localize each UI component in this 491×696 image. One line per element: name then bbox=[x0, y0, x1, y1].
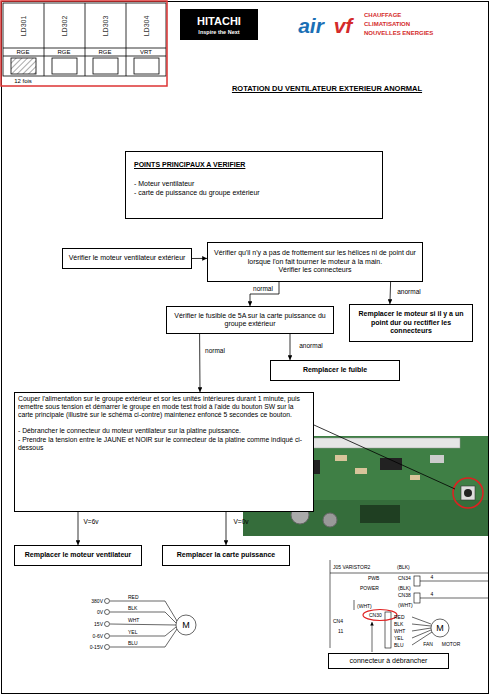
wire-color: BLK bbox=[128, 606, 137, 611]
wire-color: (BLK) bbox=[397, 565, 410, 570]
brand-tagline: NOUVELLES ENERGIES bbox=[364, 30, 433, 36]
flow-connector bbox=[199, 334, 200, 392]
action-box: Remplacer le moteur ventilateur bbox=[14, 545, 142, 566]
box-text: - carte de puissance du groupe extérieur bbox=[134, 189, 374, 197]
brand-slogan: Inspire the Next bbox=[198, 30, 239, 36]
brand-plate bbox=[180, 9, 258, 40]
connector-label: CN30 bbox=[369, 613, 382, 618]
brand-tagline: CLIMATISATION bbox=[364, 21, 410, 27]
led-color: VRT bbox=[140, 49, 152, 55]
box-text: Vérifier le fusible de 5A sur la carte p… bbox=[171, 312, 329, 329]
led-color: RGE bbox=[16, 49, 29, 55]
led-header: LD302 bbox=[61, 16, 68, 37]
box-heading: POINTS PRINCIPAUX A VERIFIER bbox=[134, 161, 374, 169]
wire-color: WHT bbox=[128, 618, 139, 623]
flow-connector bbox=[290, 334, 291, 360]
wire-color: BLU bbox=[128, 641, 138, 646]
info-box: POINTS PRINCIPAUX A VERIFIER - Moteur ven… bbox=[125, 151, 383, 219]
led-table bbox=[3, 3, 166, 76]
wire-color: (WHT) bbox=[398, 603, 413, 608]
led-color: RGE bbox=[57, 49, 70, 55]
schematic bbox=[330, 560, 488, 652]
leader-line bbox=[314, 425, 455, 489]
voltage-label: 380V bbox=[91, 599, 103, 604]
voltage-label: 0-15V bbox=[90, 645, 103, 650]
flow-connector bbox=[389, 282, 391, 304]
brand-logo: vf bbox=[334, 15, 353, 36]
edge-label: V=0v bbox=[234, 519, 249, 526]
brand-logo: HITACHI bbox=[197, 16, 241, 27]
box-text: - Moteur ventilateur bbox=[134, 180, 374, 188]
led-header: LD301 bbox=[20, 16, 27, 37]
box-text: - Prendre la tension entre le JAUNE et N… bbox=[18, 436, 310, 452]
component-label: J05 VARISTOR2 bbox=[333, 565, 370, 570]
box-text: - Débrancher le connecteur du moteur ven… bbox=[18, 427, 310, 435]
wire-color: RED bbox=[128, 595, 139, 600]
wire-color: WHT bbox=[394, 629, 405, 634]
motor-wiring bbox=[105, 599, 197, 650]
flow-connector bbox=[250, 282, 279, 306]
page-title: ROTATION DU VENTILATEUR EXTERIEUR ANORMA… bbox=[166, 84, 488, 93]
box-text: Vérifier les connecteurs bbox=[212, 266, 418, 274]
flow-connector bbox=[192, 258, 207, 259]
edge-label: anormal bbox=[299, 343, 322, 350]
action-box: Remplacer le moteur si il y a un point d… bbox=[349, 304, 473, 342]
box-text: Remplacer le moteur ventilateur bbox=[19, 551, 137, 559]
motor-label: FAN bbox=[423, 642, 433, 647]
box-text: Vérifier qu'il n'y a pas de frottement s… bbox=[212, 249, 418, 266]
highlight-frame bbox=[1, 1, 167, 86]
edge-label: normal bbox=[205, 348, 225, 355]
box-text: Couper l'alimentation sur le groupe exté… bbox=[18, 395, 310, 419]
edge-label: normal bbox=[253, 286, 273, 293]
connector-label: CN34 bbox=[398, 576, 411, 581]
motor-label: MOTOR bbox=[442, 642, 461, 647]
led-header: LD303 bbox=[102, 16, 109, 37]
flow-connector bbox=[226, 512, 227, 545]
voltage-label: 0-6V bbox=[92, 634, 103, 639]
motor-symbol: M bbox=[182, 621, 190, 630]
flow-connector bbox=[78, 512, 79, 545]
board-label: PWB bbox=[368, 576, 379, 581]
wire-color: (WHT) bbox=[357, 604, 372, 609]
process-box: Vérifier le moteur ventilateur extérieur bbox=[62, 248, 192, 269]
brand-tagline: CHAUFFAGE bbox=[364, 12, 401, 18]
voltage-label: 15V bbox=[94, 622, 103, 627]
board-label: POWER bbox=[360, 586, 379, 591]
brand-logo: air bbox=[298, 15, 324, 36]
pin-number: 11 bbox=[338, 629, 343, 634]
led-color: RGE bbox=[98, 49, 111, 55]
edge-label: anormal bbox=[397, 289, 420, 296]
callout-box: connecteur à débrancher bbox=[328, 653, 449, 669]
wire-color: RED bbox=[394, 615, 405, 620]
connector-label: CN4 bbox=[333, 619, 343, 624]
connector-label: CN38 bbox=[398, 593, 411, 598]
pin-count: 4 bbox=[431, 592, 434, 597]
blink-count: 12 fois bbox=[14, 78, 32, 84]
procedure-box: Couper l'alimentation sur le groupe exté… bbox=[14, 392, 314, 512]
voltage-label: 0V bbox=[97, 610, 103, 615]
led-header: LD304 bbox=[143, 16, 150, 37]
motor-symbol: M bbox=[436, 624, 444, 633]
wire-color: BLU bbox=[394, 643, 404, 648]
edge-label: V=6v bbox=[84, 519, 99, 526]
box-text: Remplacer le fuible bbox=[275, 366, 395, 374]
action-box: Remplacer la carte puissance bbox=[162, 545, 290, 566]
box-text: connecteur à débrancher bbox=[333, 657, 444, 665]
box-text: Vérifier le moteur ventilateur extérieur bbox=[67, 254, 187, 262]
wire-color: (BLK) bbox=[398, 586, 411, 591]
process-box: Vérifier qu'il n'y a pas de frottement s… bbox=[207, 242, 423, 282]
action-box: Remplacer le fuible bbox=[270, 360, 400, 381]
box-text: Remplacer la carte puissance bbox=[167, 551, 285, 559]
process-box: Vérifier le fusible de 5A sur la carte p… bbox=[166, 306, 334, 334]
wire-color: YEL bbox=[128, 630, 137, 635]
wire-color: BLK bbox=[394, 622, 403, 627]
wire-color: YEL bbox=[394, 636, 403, 641]
pin-count: 4 bbox=[431, 575, 434, 580]
box-text: Remplacer le moteur si il y a un point d… bbox=[354, 310, 468, 335]
